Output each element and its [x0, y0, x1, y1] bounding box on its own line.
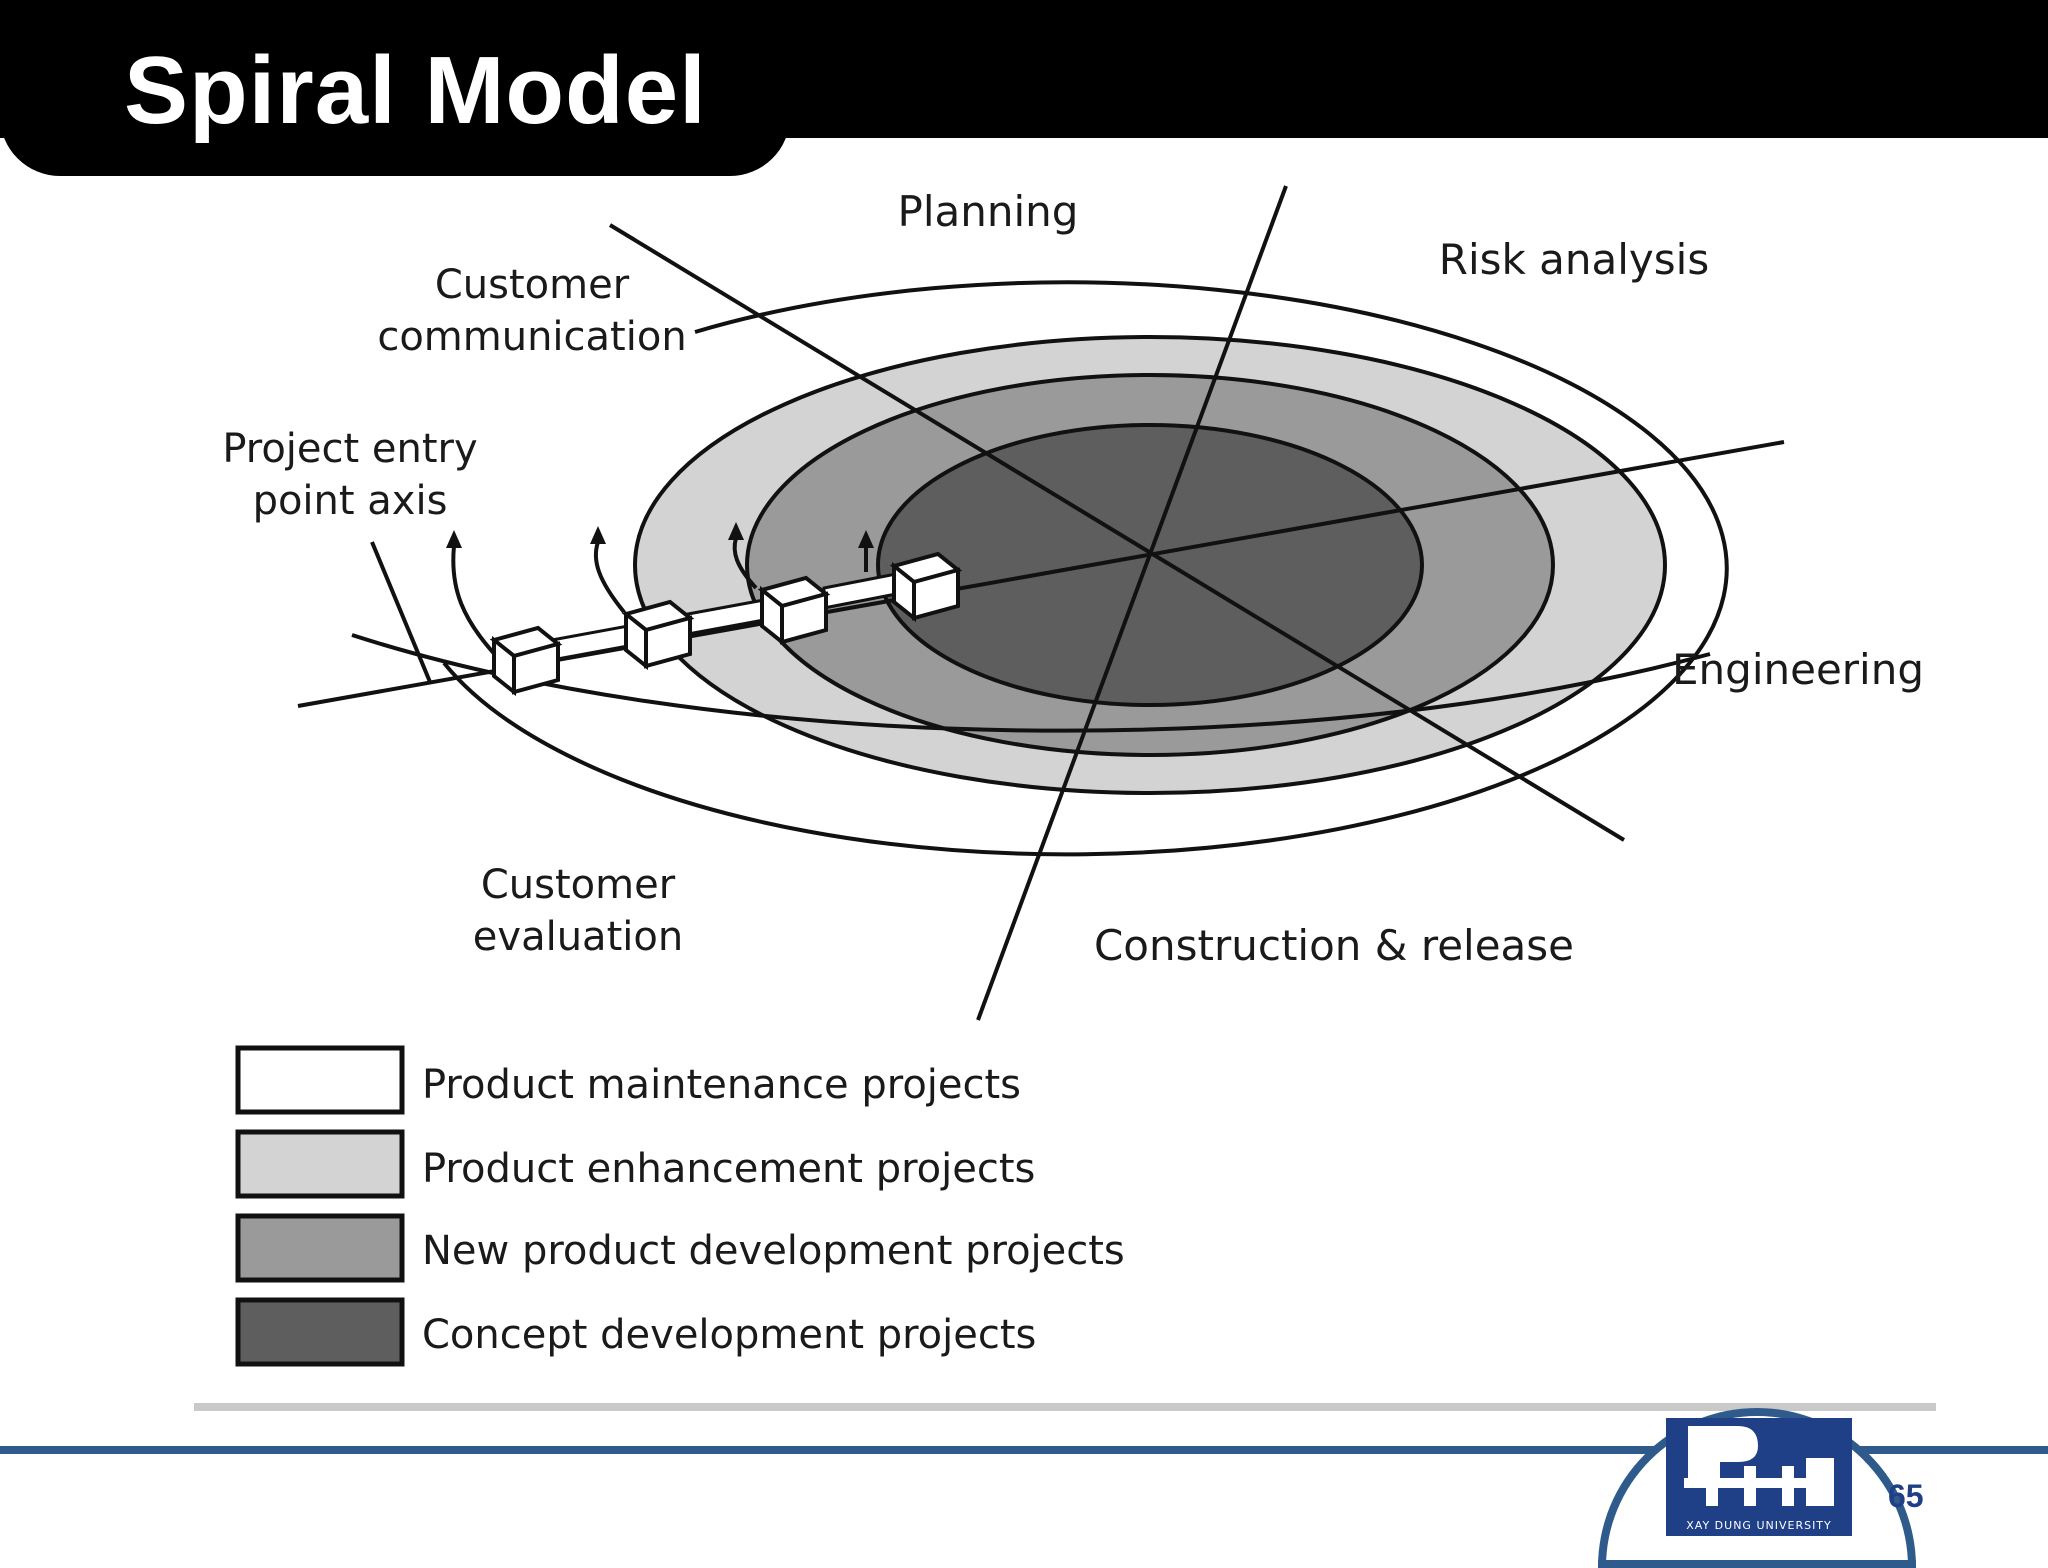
legend-label: Concept development projects [422, 1312, 1036, 1358]
legend-swatch [235, 1297, 405, 1367]
university-logo: XAY DUNG UNIVERSITY [1666, 1418, 1852, 1536]
entry-axis-pointer [370, 541, 432, 683]
legend: Product maintenance projects Product enh… [235, 1045, 1125, 1367]
arrow-icon [728, 522, 758, 590]
spiral-model-diagram: Planning Risk analysis Customer communic… [222, 185, 1924, 1367]
arrow-icon [858, 530, 874, 572]
legend-swatch [235, 1213, 405, 1283]
logo-text: XAY DUNG UNIVERSITY [1686, 1519, 1832, 1532]
legend-swatch [235, 1129, 405, 1199]
label-customer-communication: communication [377, 314, 686, 360]
label-customer-evaluation: evaluation [473, 914, 683, 960]
legend-label: Product enhancement projects [422, 1146, 1035, 1192]
cube-icon [889, 551, 963, 623]
arrow-icon [590, 526, 626, 614]
ring-concept-development [876, 423, 1424, 707]
divider [194, 1403, 1936, 1411]
legend-swatch [235, 1045, 405, 1115]
label-project-entry-axis: point axis [253, 478, 448, 524]
label-construction-release: Construction & release [1094, 921, 1574, 970]
slide-title: Spiral Model [124, 37, 707, 144]
label-risk-analysis: Risk analysis [1439, 235, 1709, 284]
logo-mark-icon [1684, 1426, 1834, 1506]
legend-label: New product development projects [422, 1228, 1125, 1274]
axis-planning-construction [976, 185, 1288, 1021]
page-number: 65 [1888, 1478, 1924, 1514]
legend-label: Product maintenance projects [422, 1062, 1021, 1108]
cube-icon [757, 575, 831, 647]
label-planning: Planning [898, 187, 1079, 236]
footer-rule [0, 1446, 2048, 1454]
arrow-icon [446, 530, 502, 662]
label-project-entry-axis: Project entry [222, 426, 477, 472]
title-tab [0, 0, 790, 176]
cube-icon [621, 599, 695, 671]
label-customer-communication: Customer [435, 262, 630, 308]
cube-icon [489, 625, 563, 697]
axis-communication-engineering [608, 223, 1626, 842]
label-engineering: Engineering [1672, 645, 1924, 694]
label-customer-evaluation: Customer [481, 862, 676, 908]
